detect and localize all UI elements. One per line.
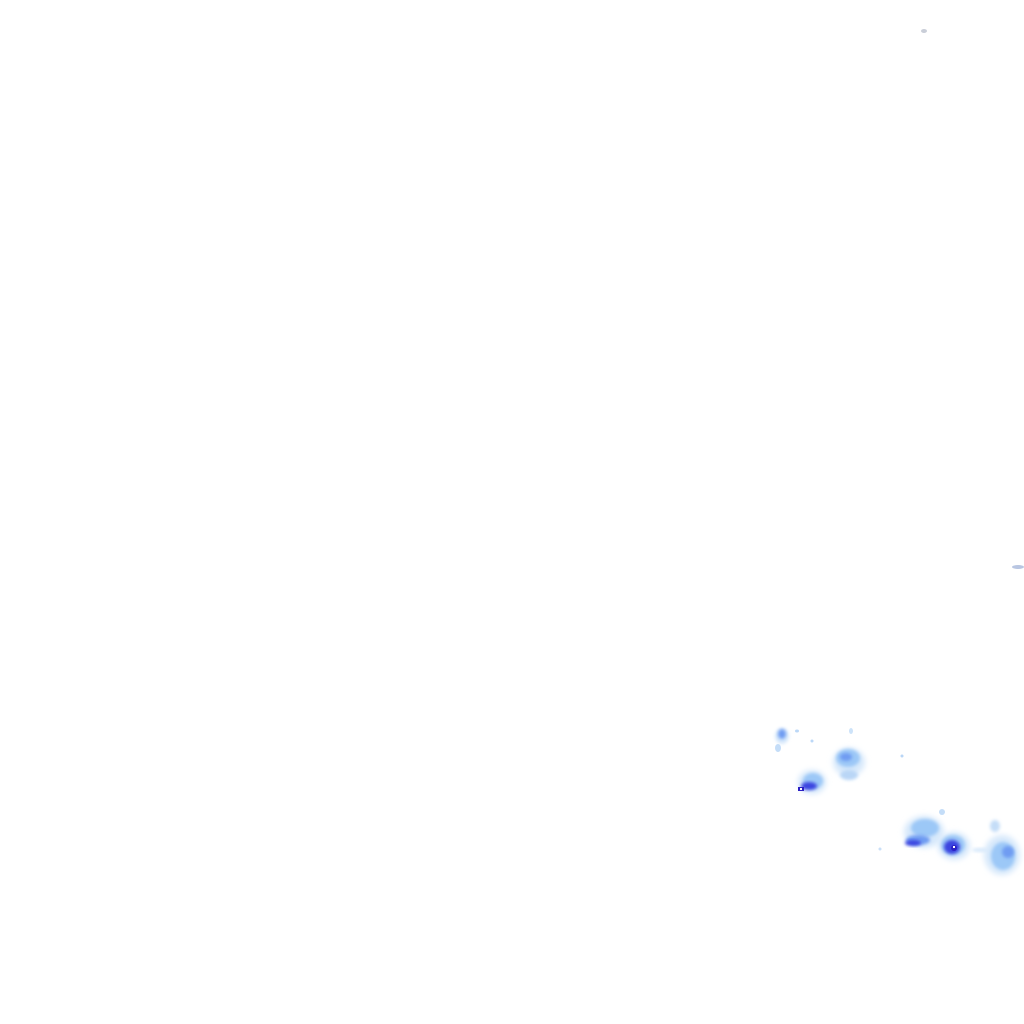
echo-central-upper: [833, 748, 865, 780]
echo-southeast-west: [904, 809, 945, 848]
echo-southeast-east: [972, 820, 1020, 875]
echo-west-small: [775, 728, 789, 752]
speck-west-2: [810, 739, 814, 743]
speck-west: [795, 729, 799, 733]
speck-mid-east: [900, 754, 904, 758]
speck-central: [849, 728, 853, 734]
speck-south: [878, 847, 882, 851]
speck-east-edge: [1012, 565, 1024, 569]
echo-southeast-core: [938, 832, 970, 860]
speck-north-east: [921, 29, 927, 33]
echo-central-lower: [798, 770, 826, 794]
radar-specks: [795, 29, 1024, 851]
